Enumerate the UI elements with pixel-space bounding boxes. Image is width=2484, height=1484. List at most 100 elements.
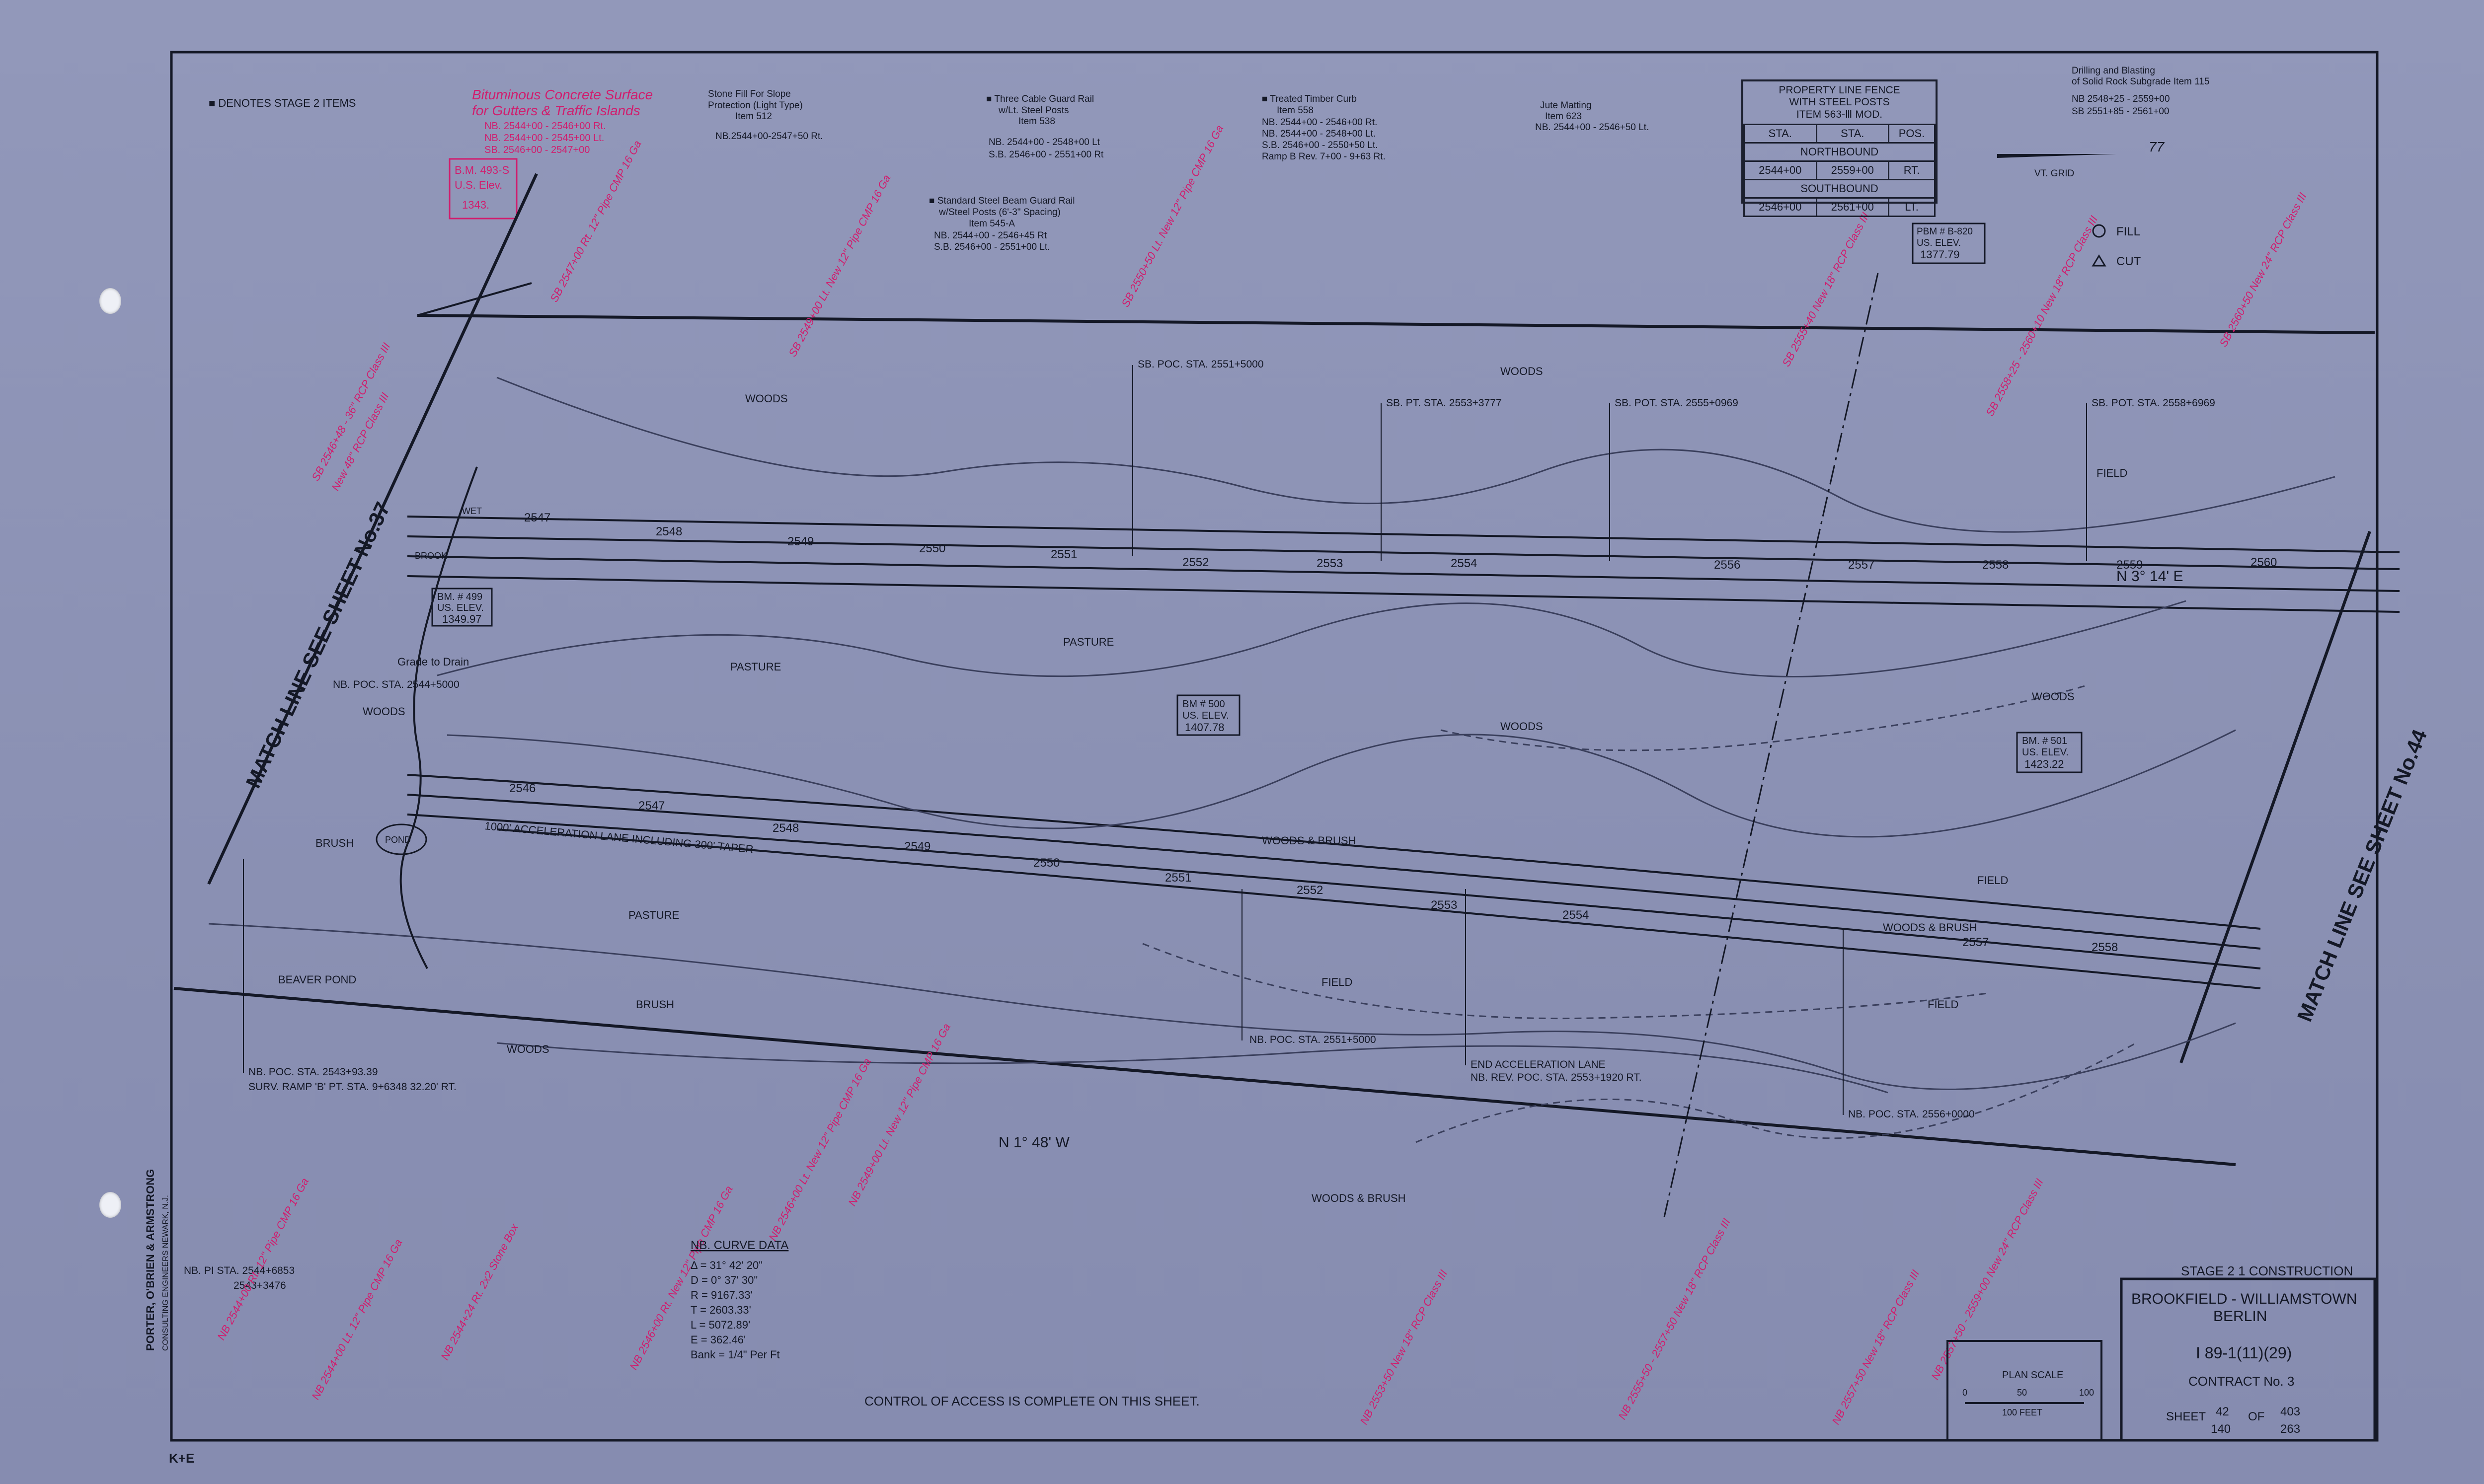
terrain-woods-brush: WOODS & BRUSH <box>1312 1192 1405 1204</box>
fence-southbound: SOUTHBOUND <box>1743 179 1936 199</box>
town-name: BERLIN <box>2213 1308 2267 1325</box>
culvert-label: SB 2549+00 Lt. New 12" Pipe CMP 16 Ga <box>786 173 893 359</box>
timber-curb-note: S.B. 2546+00 - 2550+50 Lt. <box>1262 140 1378 150</box>
terrain-field: FIELD <box>1928 998 1958 1011</box>
curve-point-labels: SB. POC. STA. 2551+5000 SB. PT. STA. 255… <box>184 359 2215 1291</box>
north-mark: 77 <box>2149 139 2165 154</box>
station-label: 2558 <box>1982 558 2009 572</box>
curve-data-row: T = 2603.33' <box>691 1304 751 1316</box>
station-label: 2546 <box>509 782 536 795</box>
route-number: I 89-1(11)(29) <box>2196 1344 2292 1362</box>
end-accel-label: END ACCELERATION LANE <box>1471 1059 1606 1070</box>
vt-grid-label: VT. GRID <box>2034 168 2074 179</box>
sb-pot-label: SB. POT. STA. 2555+0969 <box>1615 397 1738 409</box>
timber-curb-note: NB. 2544+00 - 2548+00 Lt. <box>1262 129 1376 139</box>
cut-legend-label: CUT <box>2116 255 2141 268</box>
station-label: 2559 <box>2116 558 2143 572</box>
terrain-woods: WOODS <box>363 705 405 718</box>
stone-fill-note: Stone Fill For Slope <box>708 89 791 99</box>
bm493-label: U.S. Elev. <box>455 179 502 191</box>
beam-rail-note: ■ Standard Steel Beam Guard Rail <box>929 196 1075 206</box>
jute-matting-note: Item 623 <box>1545 111 1582 122</box>
wooded-edges <box>1142 684 2137 1143</box>
terrain-pasture: PASTURE <box>628 909 679 921</box>
bit-concrete-sub: NB. 2544+00 - 2546+00 Rt. <box>484 121 606 132</box>
north-arrow-icon <box>1997 154 2116 158</box>
bearing-label: N 3° 14' E <box>2116 568 2183 585</box>
station-label: 2560 <box>2251 556 2277 569</box>
fence-title: ITEM 563-Ⅲ MOD. <box>1796 109 1883 120</box>
fence-cell: 2546+00 <box>1743 197 1817 217</box>
station-label: 2552 <box>1182 556 1209 569</box>
fence-col: STA. <box>1743 124 1817 144</box>
station-label: 2552 <box>1297 884 1323 897</box>
curve-data-row: D = 0° 37' 30" <box>691 1274 758 1286</box>
terrain-woods: WOODS <box>745 392 788 405</box>
pbm-label: 1377.79 <box>1920 248 1960 261</box>
surv-ramp-label: SURV. RAMP 'B' PT. STA. 9+6348 32.20' RT… <box>248 1081 457 1093</box>
curve-data-row: Δ = 31° 42' 20" <box>691 1259 763 1271</box>
terrain-pasture: PASTURE <box>730 661 781 673</box>
culvert-label: NB 2544+00 Rt. 12" Pipe CMP 16 Ga <box>215 1176 311 1342</box>
drilling-note: SB 2551+85 - 2561+00 <box>2072 106 2170 117</box>
stone-fill-note: NB.2544+00-2547+50 Rt. <box>715 131 823 142</box>
curve-data-title: NB. CURVE DATA <box>691 1239 788 1252</box>
fence-col: STA. <box>1815 124 1890 144</box>
match-line-left <box>207 173 538 885</box>
grade-drain-label: Grade to Drain <box>397 656 469 668</box>
bit-concrete-title2: for Gutters & Traffic Islands <box>472 103 640 118</box>
sheet-border <box>170 51 2379 1442</box>
terrain-labels: WOODS WOODS WOODS WOODS WOODS WOODS PAST… <box>315 365 2127 1204</box>
beaver-pond-label: BEAVER POND <box>278 973 356 986</box>
station-label: 2550 <box>919 542 945 555</box>
curve-data-row: L = 5072.89' <box>691 1319 750 1331</box>
match-line-left-label: MATCH LINE SEE SHEET No.37 <box>241 499 395 792</box>
terrain-woods: WOODS <box>1500 365 1543 377</box>
sheet-alt: 140 <box>2211 1422 2231 1436</box>
bit-concrete-sub: SB. 2546+00 - 2547+00 <box>484 145 590 155</box>
of-alt: 263 <box>2280 1422 2300 1436</box>
terrain-field: FIELD <box>2096 467 2127 479</box>
station-label: 2558 <box>2092 941 2118 954</box>
terrain-woods: WOODS <box>1500 720 1543 733</box>
bm501-label: BM. # 501 <box>2022 736 2067 746</box>
accel-lane-label: 1000' ACCELERATION LANE INCLUDING 300' T… <box>484 819 754 855</box>
fence-title: PROPERTY LINE FENCE <box>1779 84 1900 96</box>
contract-number: CONTRACT No. 3 <box>2188 1374 2294 1389</box>
firm-address: CONSULTING ENGINEERS NEWARK, N.J. <box>161 1195 170 1351</box>
nb-poc-label: NB. POC. STA. 2543+93.39 <box>248 1066 378 1078</box>
station-label: 2553 <box>1317 557 1343 570</box>
culvert-label: SB 2560+50 New 24" RCP Class III <box>2217 191 2309 349</box>
match-line-right-label: MATCH LINE SEE SHEET No.44 <box>2293 726 2432 1025</box>
bit-concrete-sub: NB. 2544+00 - 2545+00 Lt. <box>484 133 604 144</box>
ke-logo: K+E <box>169 1451 194 1466</box>
curve-data-row: E = 362.46' <box>691 1334 746 1346</box>
culvert-annotations: SB 2546+48 - 36" RCP Class III New 48" R… <box>215 123 2309 1427</box>
bm501-label: US. ELEV. <box>2022 747 2069 758</box>
culvert-label: NB 2553+50 New 18" RCP Class III <box>1357 1268 1450 1427</box>
station-label: 2557 <box>1962 936 1989 949</box>
station-label: 2549 <box>904 840 931 853</box>
station-label: 2549 <box>787 535 814 548</box>
nb-poc-label: NB. POC. STA. 2551+5000 <box>1249 1034 1376 1045</box>
nb-rev-poc-label: NB. REV. POC. STA. 2553+1920 RT. <box>1471 1072 1642 1083</box>
callout-leaders <box>243 365 2087 1115</box>
bm500-label: 1407.78 <box>1185 721 1225 734</box>
beam-rail-note: NB. 2544+00 - 2546+45 Rt <box>934 230 1047 241</box>
culvert-label: NB 2544+24 Rt. 2x2 Stone Box <box>438 1221 521 1362</box>
timber-curb-note: NB. 2544+00 - 2546+00 Rt. <box>1262 117 1377 128</box>
culvert-label: NB 2555+50 - 2557+50 New 18" RCP Class I… <box>1616 1216 1732 1421</box>
beam-rail-note: S.B. 2546+00 - 2551+00 Lt. <box>934 242 1050 252</box>
curve-data-row: R = 9167.33' <box>691 1289 753 1301</box>
station-label: 2554 <box>1562 908 1589 922</box>
bm499-box <box>431 588 493 627</box>
terrain-field: FIELD <box>1977 874 2008 887</box>
bm499-label: 1349.97 <box>442 613 482 625</box>
fence-cell: 2544+00 <box>1743 160 1817 180</box>
fence-cell: 2561+00 <box>1815 197 1890 217</box>
bm499-label: US. ELEV. <box>437 602 484 613</box>
beam-rail-note: Item 545-A <box>969 219 1015 229</box>
northbound-roadway <box>407 774 2261 989</box>
scale-tick: 0 <box>1962 1388 1967 1398</box>
bm500-label: BM # 500 <box>1182 699 1225 710</box>
